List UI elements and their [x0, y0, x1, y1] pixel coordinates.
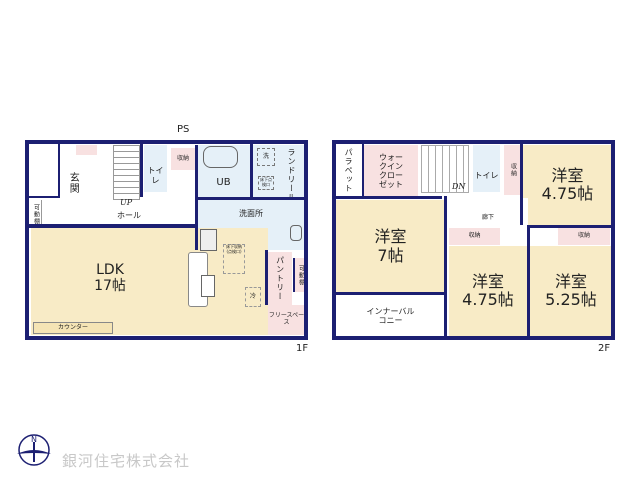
floor-label-2f: 2F — [598, 343, 611, 354]
toilet-2f: トイレ — [473, 145, 500, 192]
ldk-name: LDK — [96, 261, 124, 278]
washer-icon: 洗 — [257, 148, 275, 166]
compass-logo-icon: N — [17, 434, 51, 466]
genkan-step — [76, 145, 97, 155]
room-ne: 洋室 4.75帖 — [523, 145, 612, 225]
entry-closet — [27, 142, 60, 198]
laundry-label: ランドリールーム — [287, 148, 296, 220]
corridor: 廊下 — [448, 198, 528, 228]
company-name: 銀河住宅株式会社 — [62, 452, 191, 470]
room-w-size: 7帖 — [377, 245, 404, 265]
floor-plan-2f: パラペット ウォークインクローゼット DN トイレ 収納 洋室 4.75帖 洋室… — [332, 140, 615, 354]
ldk — [31, 228, 268, 335]
walk-in-closet: ウォークインクローゼット — [364, 145, 418, 197]
up-label: UP — [120, 198, 133, 207]
stairs-icon — [113, 145, 140, 200]
floor-label-1f: 1F — [296, 343, 309, 354]
kitchen-sink-icon — [201, 275, 215, 297]
wall — [140, 142, 143, 197]
hall-label: ホール — [117, 211, 141, 220]
inner-balcony: インナーバルコニー — [336, 296, 445, 336]
outer-wall-1f — [25, 140, 308, 340]
wall — [444, 196, 447, 336]
dn-label: DN — [452, 182, 466, 191]
room-se-name: 洋室 — [554, 271, 587, 291]
wall — [265, 250, 268, 305]
pantry: パントリー — [268, 252, 292, 305]
room-ne-size: 4.75帖 — [541, 184, 594, 203]
fridge: 冷 — [245, 287, 261, 307]
washroom-lower — [268, 228, 305, 250]
company-logo: N — [14, 428, 54, 468]
shelf-entry: 可動棚 — [29, 200, 42, 228]
storage-2f-mid: 収納 — [449, 228, 500, 245]
underfloor-storage: 床下収納(点検口) — [223, 244, 245, 274]
room-w: 洋室 7帖 — [336, 200, 445, 293]
room-se-size: 5.25帖 — [545, 290, 597, 309]
wall — [25, 224, 195, 228]
storage-2f-right: 収納 — [558, 228, 610, 245]
underfloor-inspection: 床下点検口 — [258, 176, 274, 190]
svg-text:N: N — [31, 435, 37, 444]
wall — [527, 225, 612, 228]
shelf-pantry: 可動棚 — [293, 258, 305, 292]
outer-wall-2f — [332, 140, 615, 340]
toilet-1f: トイレ — [144, 145, 167, 192]
storage-2f-top: 収納 — [504, 145, 520, 195]
sink-icon — [290, 225, 302, 241]
stairs-2f-icon — [421, 145, 469, 193]
ldk-label: LDK 17帖 — [70, 258, 150, 298]
room-mid-size: 4.75帖 — [462, 290, 514, 309]
ps-label: PS — [177, 124, 190, 135]
wall — [520, 142, 523, 225]
bathtub-icon — [203, 146, 238, 168]
wall — [332, 196, 442, 199]
washroom: 洗面所 — [197, 200, 305, 228]
storage-1f: 収納 — [171, 148, 195, 170]
genkan: 玄関 — [60, 145, 85, 220]
counter: カウンター — [33, 322, 113, 334]
free-space: フリースペース — [268, 305, 305, 335]
wall — [527, 225, 530, 336]
room-w-name: 洋室 — [374, 227, 407, 247]
floor-plan-1f: PS 玄関 可動棚 UP ホール トイレ 収納 UB 洗 床下点検口 ランドリー… — [0, 0, 320, 360]
unit-bath: UB — [197, 145, 250, 198]
wall — [362, 142, 364, 197]
stove-icon — [200, 229, 217, 251]
parapet: パラペット — [335, 142, 362, 198]
wall — [332, 292, 444, 295]
room-mid-name: 洋室 — [471, 271, 504, 291]
room-ne-name: 洋室 — [551, 165, 584, 185]
wall — [250, 142, 253, 200]
ldk-size: 17帖 — [94, 278, 126, 294]
room-se: 洋室 5.25帖 — [530, 246, 612, 336]
room-mid: 洋室 4.75帖 — [449, 246, 527, 336]
